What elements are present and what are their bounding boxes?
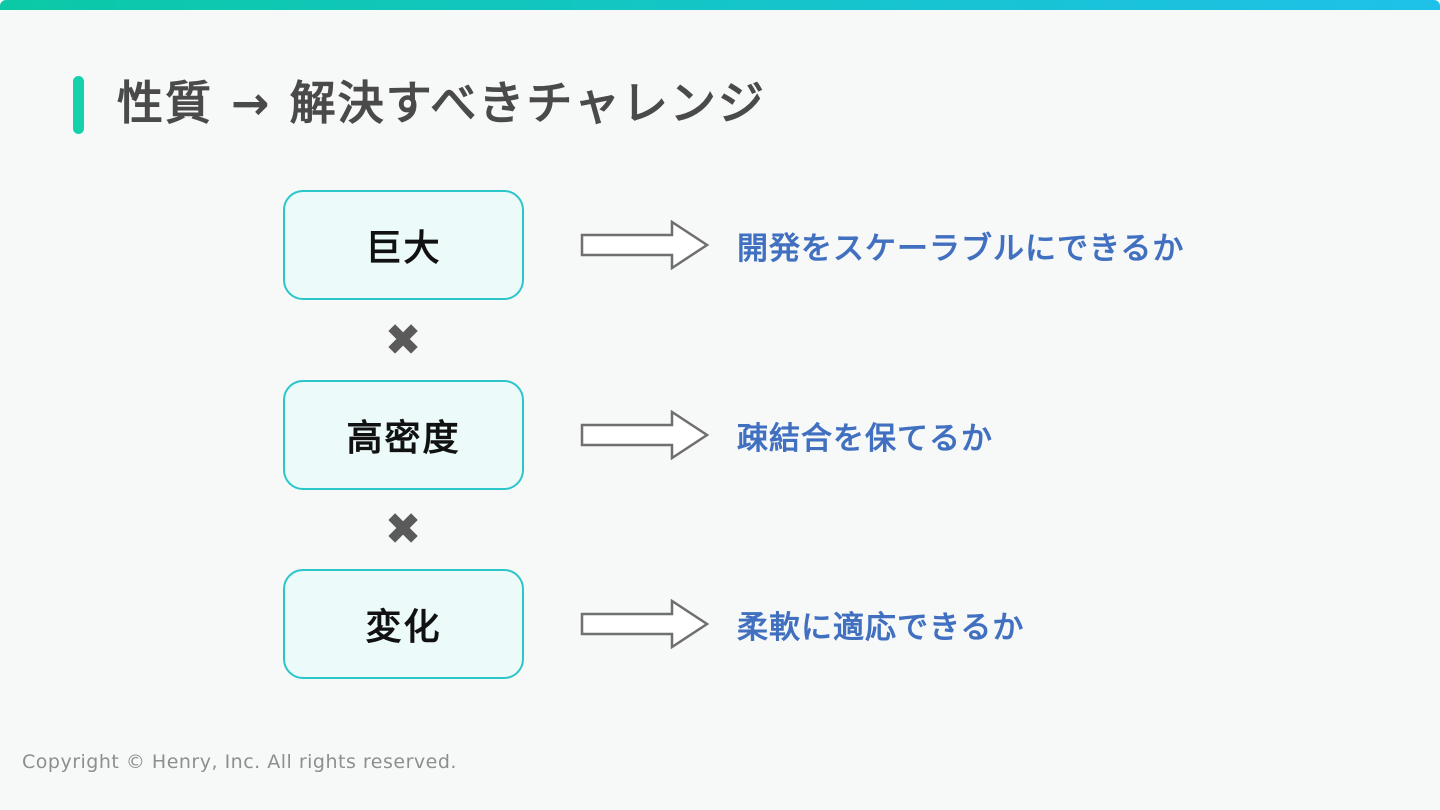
diagram-row-change: 変化 柔軟に適応できるか: [0, 569, 1440, 679]
top-gradient-bar: [0, 0, 1440, 10]
multiply-icon: ✖: [384, 315, 422, 366]
property-label: 変化: [365, 607, 442, 648]
challenge-text: 柔軟に適応できるか: [737, 609, 1025, 646]
copyright-text: Copyright © Henry, Inc. All rights reser…: [22, 751, 457, 773]
right-arrow-icon: [580, 220, 710, 270]
challenge-text: 開発をスケーラブルにできるか: [737, 230, 1185, 267]
title-accent-bar: [73, 76, 84, 134]
right-arrow-icon: [580, 410, 710, 460]
diagram-row-dense: 高密度 疎結合を保てるか: [0, 380, 1440, 490]
property-box-change: 変化: [283, 569, 524, 679]
right-arrow-icon: [580, 599, 710, 649]
property-label: 高密度: [346, 418, 461, 459]
property-label: 巨大: [365, 228, 442, 269]
challenge-text: 疎結合を保てるか: [737, 420, 993, 457]
property-box-dense: 高密度: [283, 380, 524, 490]
diagram-row-huge: 巨大 開発をスケーラブルにできるか: [0, 190, 1440, 300]
multiply-icon: ✖: [384, 504, 422, 555]
property-box-huge: 巨大: [283, 190, 524, 300]
page-title: 性質 → 解決すべきチャレンジ: [117, 76, 766, 130]
